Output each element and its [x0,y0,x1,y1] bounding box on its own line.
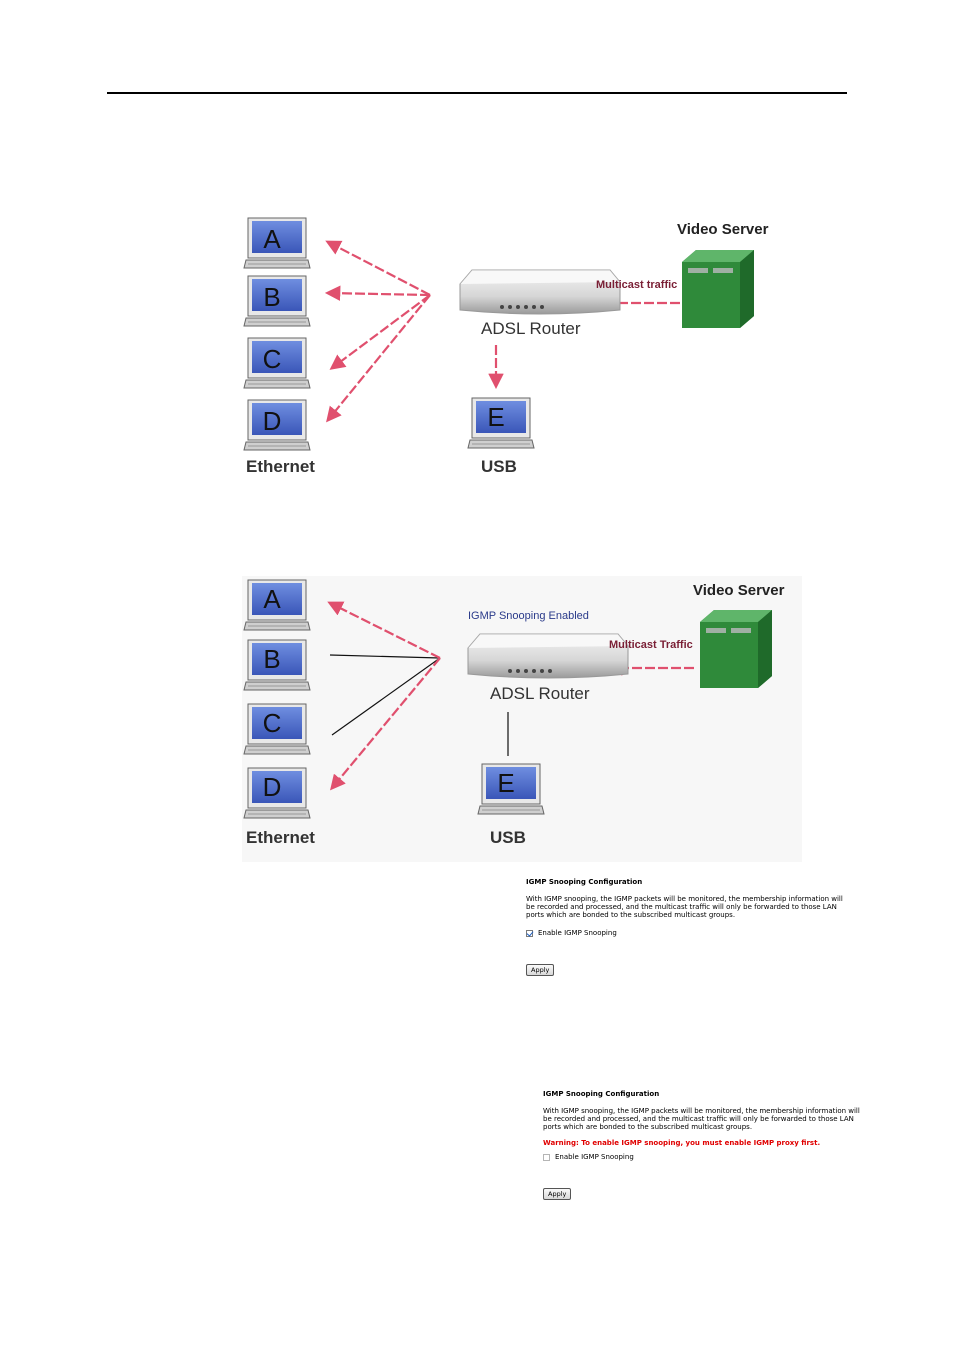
enable-snooping-row: Enable IGMP Snooping [526,929,846,937]
apply-button[interactable]: Apply [526,964,555,976]
video-server [682,250,754,328]
laptop-a-letter: A [263,584,281,614]
diagram-with-snooping: A B C D Ethernet IGMP Snooping Enabled A… [242,576,802,862]
video-server-label: Video Server [677,221,769,238]
laptop-a: A [243,217,311,269]
laptop-c: C [243,703,311,755]
multicast-label: Multicast traffic [596,279,677,291]
laptop-c-letter: C [263,344,282,374]
panel-description: With IGMP snooping, the IGMP packets wil… [543,1107,860,1131]
header-rule [107,92,847,94]
laptop-e-letter: E [487,402,504,432]
adsl-router [459,269,621,315]
video-server [700,610,772,688]
panel-title: IGMP Snooping Configuration [543,1090,660,1098]
multicast-label: Multicast Traffic [609,639,693,651]
enable-snooping-label: Enable IGMP Snooping [538,929,617,937]
enable-snooping-row: Enable IGMP Snooping [543,1153,863,1161]
adsl-router [467,633,629,679]
laptop-b: B [243,639,311,691]
igmp-config-panel-disabled: IGMP Snooping Configuration With IGMP sn… [543,1090,863,1200]
laptop-e: E [477,763,545,815]
router-label: ADSL Router [481,319,581,338]
usb-label: USB [481,457,517,476]
ethernet-label: Ethernet [246,457,315,476]
apply-button[interactable]: Apply [543,1188,572,1200]
laptop-e-letter: E [497,768,514,798]
panel-title: IGMP Snooping Configuration [526,878,643,886]
laptop-d: D [243,767,311,819]
laptop-b-letter: B [263,644,280,674]
router-label: ADSL Router [490,684,590,703]
enable-snooping-label: Enable IGMP Snooping [555,1153,634,1161]
usb-label: USB [490,828,526,847]
laptop-a-letter: A [263,224,281,254]
igmp-config-panel-enabled: IGMP Snooping Configuration With IGMP sn… [526,878,846,976]
laptop-b-letter: B [263,282,280,312]
proxy-warning: Warning: To enable IGMP snooping, you mu… [543,1139,821,1147]
enable-snooping-checkbox[interactable] [526,929,533,937]
laptop-d-letter: D [263,406,282,436]
enable-snooping-checkbox[interactable] [543,1153,550,1161]
laptop-a: A [243,579,311,631]
plain-links [329,654,509,756]
laptop-d: D [243,399,311,451]
laptop-b: B [243,275,311,327]
diagram-without-snooping: A B C D Ethernet ADSL Router Multicast t… [243,217,769,476]
panel-description: With IGMP snooping, the IGMP packets wil… [526,895,843,919]
laptop-d-letter: D [263,772,282,802]
laptop-e: E [467,397,535,449]
video-server-label: Video Server [693,582,785,599]
snooping-label: IGMP Snooping Enabled [468,610,589,622]
ethernet-label: Ethernet [246,828,315,847]
laptop-c-letter: C [263,708,282,738]
laptop-c: C [243,337,311,389]
